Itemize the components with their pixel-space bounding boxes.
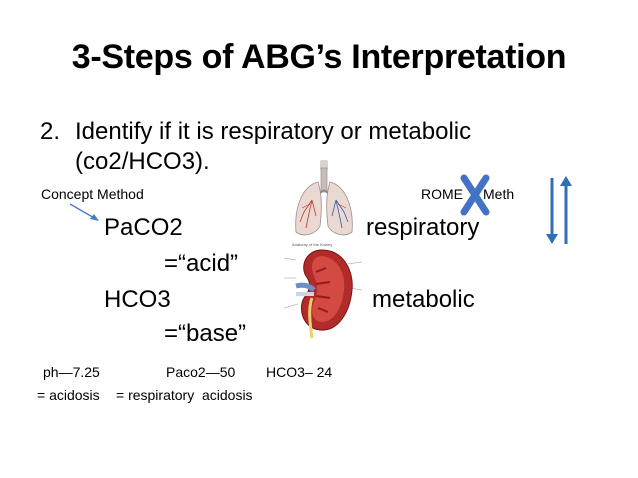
list-number: 2. bbox=[40, 118, 61, 145]
kidney-illustration: Anatomy of the Kidney bbox=[283, 242, 363, 339]
pointer-arrow-icon bbox=[69, 203, 99, 221]
point-text-line1: Identify if it is respiratory or metabol… bbox=[75, 118, 472, 145]
metabolic-label: metabolic bbox=[372, 286, 475, 313]
cross-mark-icon bbox=[460, 174, 490, 216]
meth-label: Meth bbox=[483, 186, 515, 202]
example-hco3: HCO3– 24 bbox=[266, 364, 333, 380]
slide-title: 3-Steps of ABG’s Interpretation bbox=[71, 38, 567, 76]
svg-text:Anatomy of the Kidney: Anatomy of the Kidney bbox=[292, 242, 332, 247]
lungs-illustration bbox=[295, 160, 353, 236]
point-text-line2: (co2/HCO3). bbox=[75, 148, 210, 175]
example-paco2: Paco2—50 bbox=[166, 364, 236, 380]
respiratory-label: respiratory bbox=[366, 214, 480, 241]
concept-method-label: Concept Method bbox=[41, 186, 144, 202]
base-label: =“base” bbox=[164, 320, 247, 347]
up-down-arrows-icon bbox=[546, 176, 572, 244]
hco3-label: HCO3 bbox=[104, 286, 171, 313]
example-acidosis: = acidosis bbox=[37, 387, 100, 403]
example-ph: ph—7.25 bbox=[43, 364, 100, 380]
paco2-label: PaCO2 bbox=[104, 214, 183, 241]
rome-label: ROME bbox=[421, 186, 463, 202]
example-resp-acidosis: = respiratory acidosis bbox=[116, 387, 253, 403]
acid-label: =“acid” bbox=[164, 250, 239, 277]
